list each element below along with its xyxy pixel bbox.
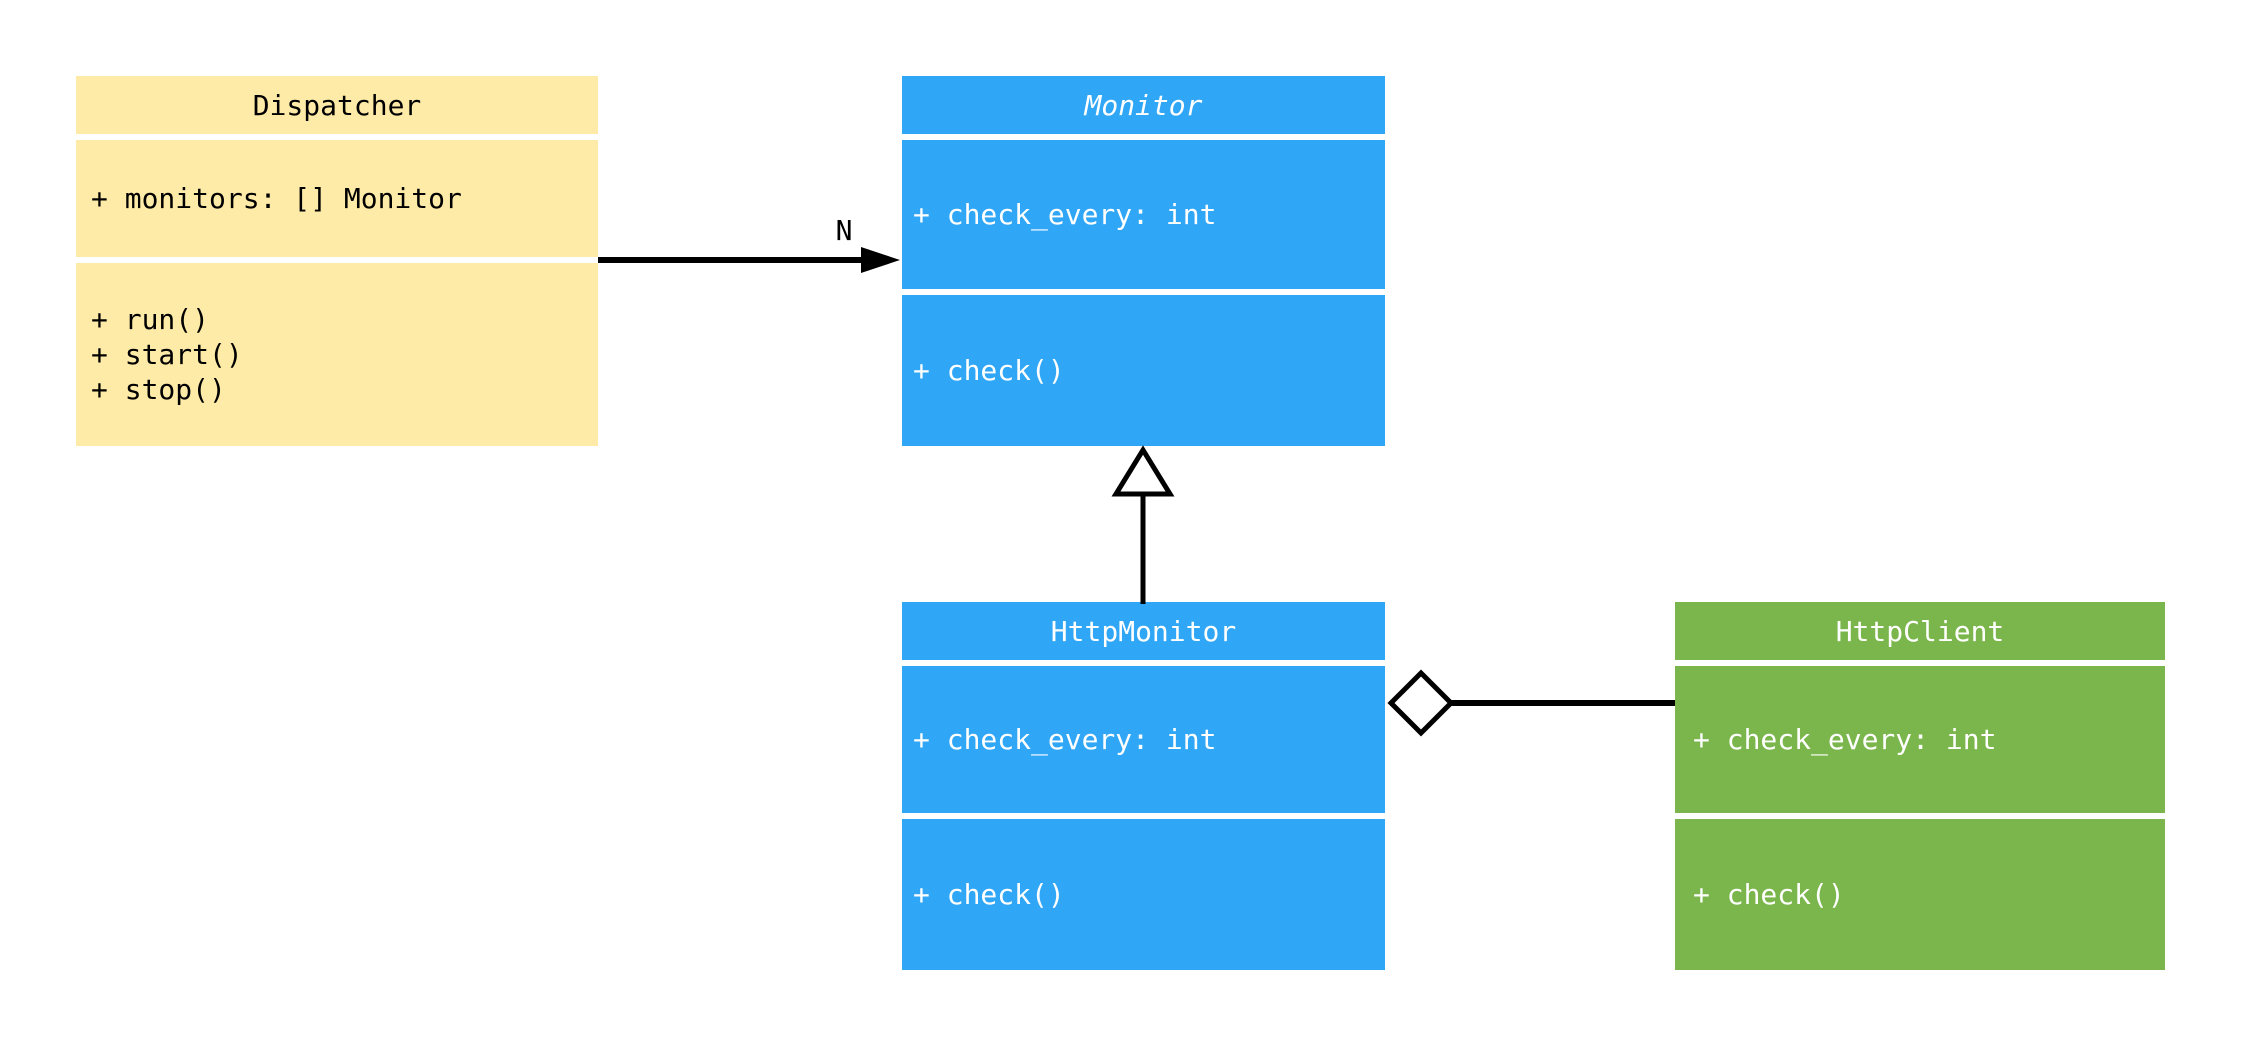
class-dispatcher-methods: + run() + start() + stop() [76,263,598,446]
class-monitor-methods: + check() [902,295,1385,446]
method-run: + run() [91,303,210,336]
attribute-check-every: + check_every: int [913,198,1217,231]
class-httpclient-methods: + check() [1675,819,2165,970]
class-httpmonitor-attributes: + check_every: int [902,666,1385,813]
class-httpclient-title: HttpClient [1675,602,2165,660]
attribute-monitors: + monitors: [] Monitor [91,182,462,215]
attribute-check-every: + check_every: int [1693,723,1997,756]
method-start: + start() [91,338,243,371]
method-check: + check() [913,878,1065,911]
class-monitor-title: Monitor [902,76,1385,134]
association-dispatcher-to-monitor: N [598,214,900,273]
class-monitor: Monitor + check_every: int + check() [902,76,1385,446]
class-httpclient-attributes: + check_every: int [1675,666,2165,813]
method-check: + check() [1693,878,1845,911]
class-dispatcher: Dispatcher + monitors: [] Monitor + run(… [76,76,598,446]
method-stop: + stop() [91,373,226,406]
inheritance-httpmonitor-to-monitor [1111,445,1175,604]
association-arrowhead-icon [861,247,900,273]
class-httpmonitor: HttpMonitor + check_every: int + check() [902,602,1385,970]
class-dispatcher-title: Dispatcher [76,76,598,134]
inheritance-triangle-icon [1111,445,1175,497]
aggregation-httpmonitor-to-httpclient [1387,669,1675,737]
aggregation-diamond-icon [1387,669,1455,737]
class-dispatcher-attributes: + monitors: [] Monitor [76,140,598,257]
multiplicity-label: N [836,214,853,247]
class-monitor-attributes: + check_every: int [902,140,1385,289]
class-httpmonitor-methods: + check() [902,819,1385,970]
attribute-check-every: + check_every: int [913,723,1217,756]
class-httpclient: HttpClient + check_every: int + check() [1675,602,2165,970]
class-httpmonitor-title: HttpMonitor [902,602,1385,660]
method-check: + check() [913,354,1065,387]
